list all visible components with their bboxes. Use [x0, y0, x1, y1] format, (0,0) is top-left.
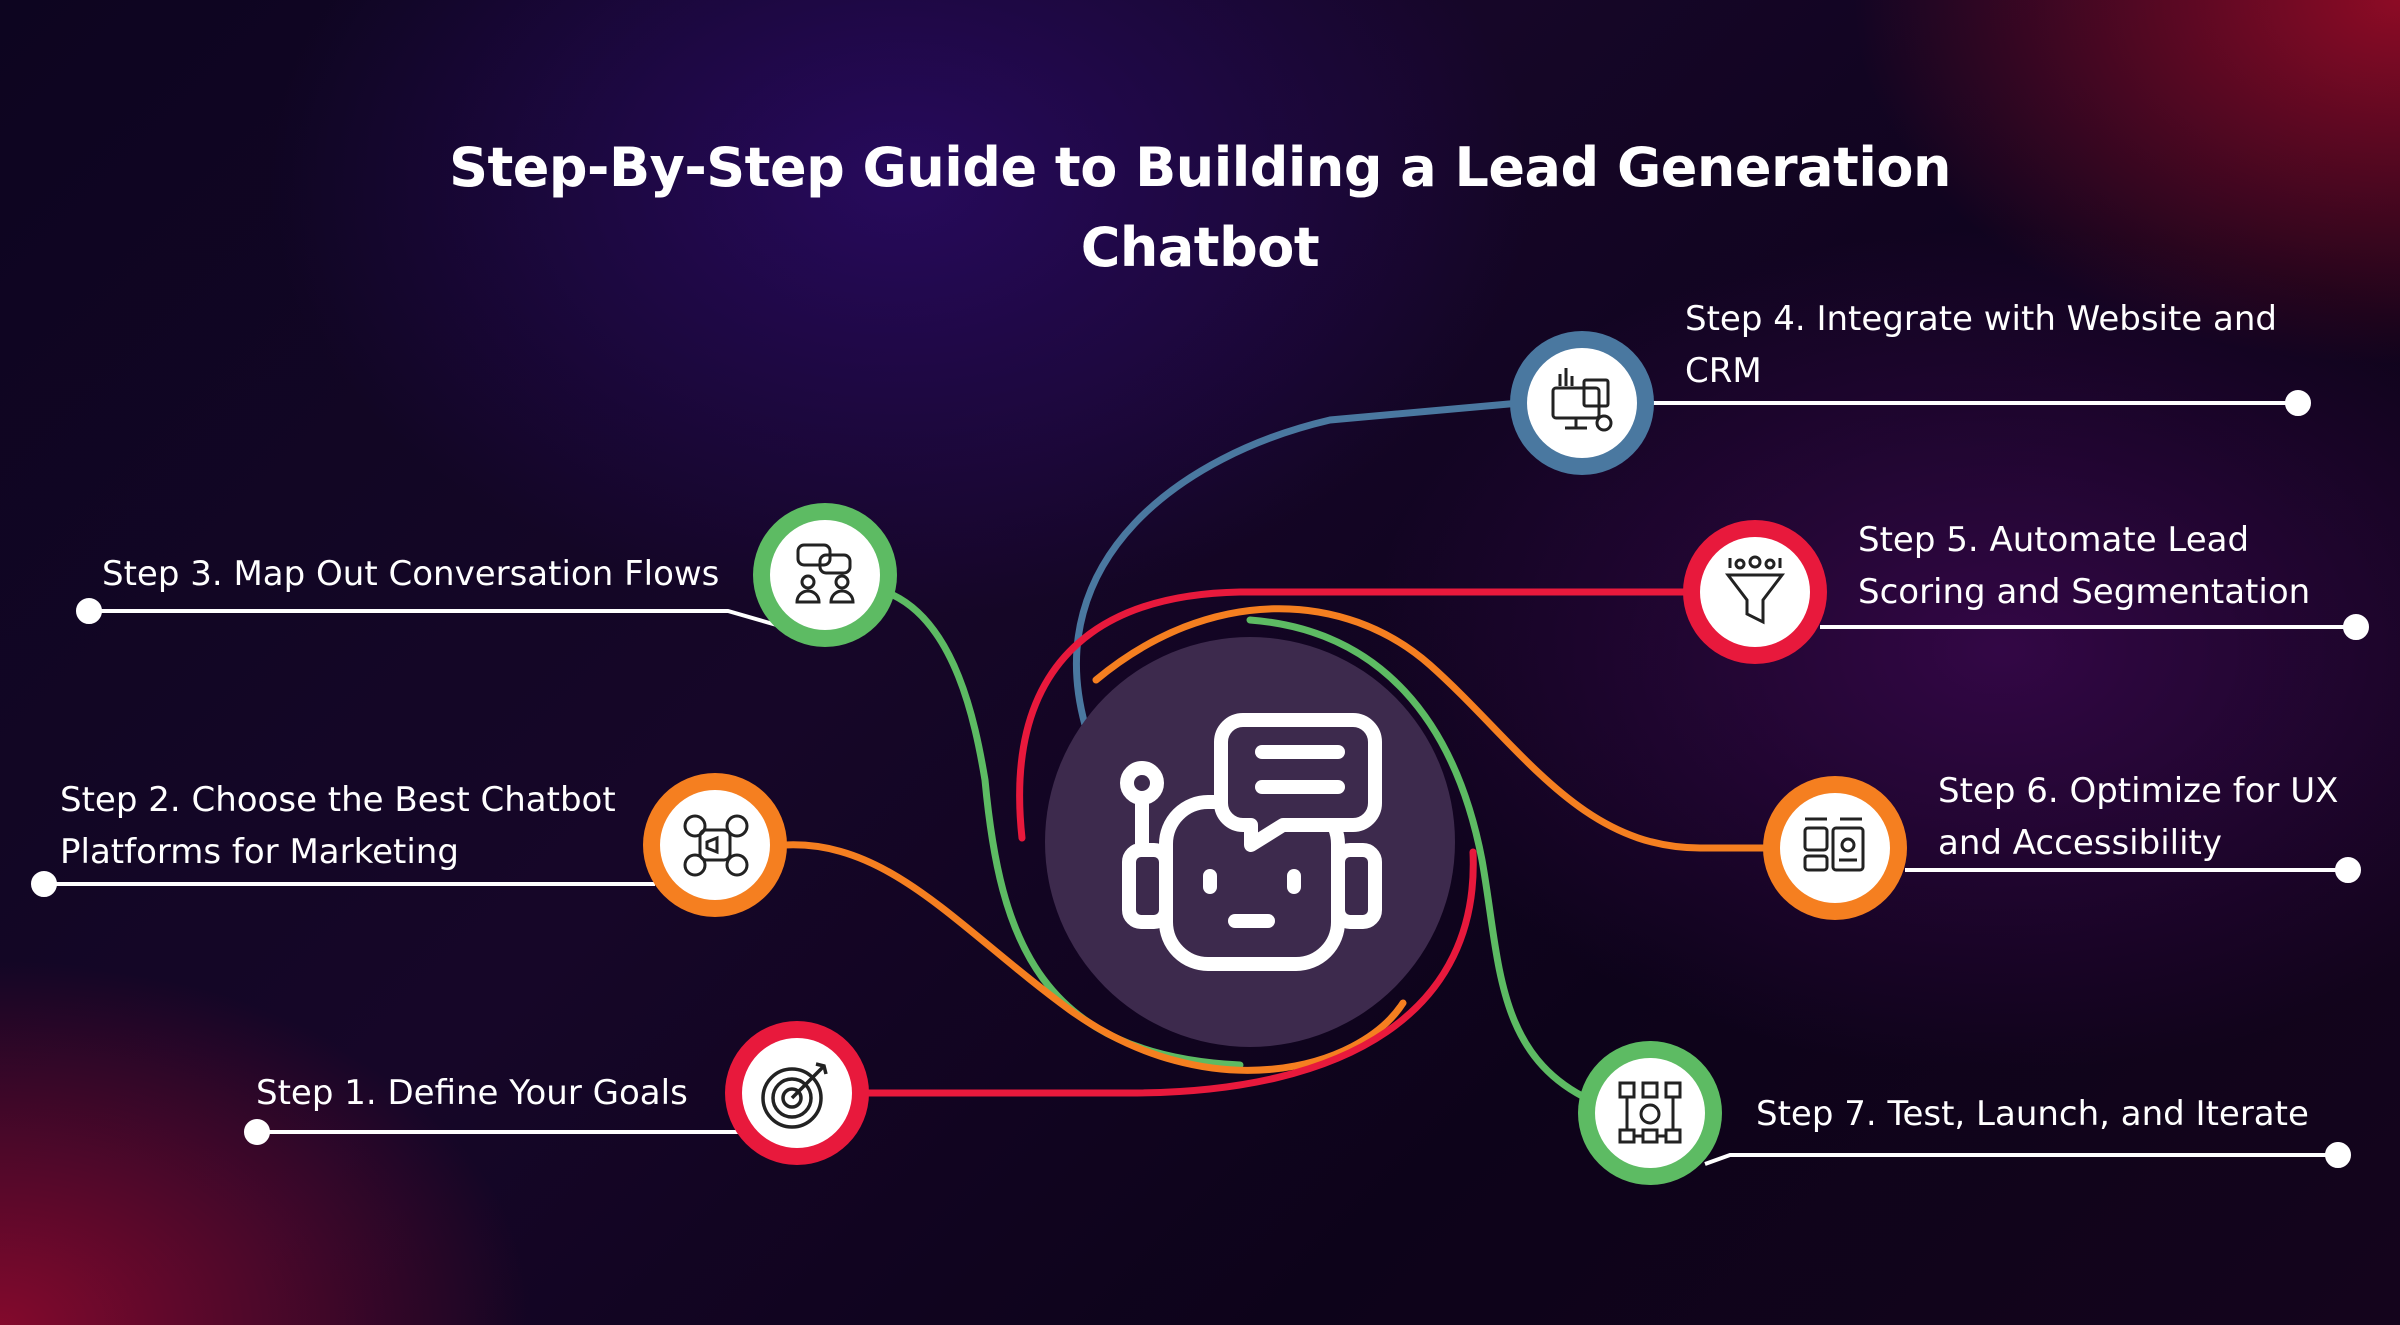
step-5-badge [1700, 537, 1810, 647]
step-7-badge [1595, 1058, 1705, 1168]
leader-lines [31, 390, 2369, 1168]
chatbot-robot-icon [1120, 713, 1382, 971]
step-5-label-line-1: Step 5. Automate Lead [1858, 520, 2250, 560]
step-6-badge [1780, 793, 1890, 903]
connector-step-5 [1016, 588, 1694, 842]
leader-step-7 [1704, 1153, 2338, 1166]
step-1-node [725, 1021, 869, 1165]
connector-step-7 [1246, 616, 1594, 1104]
step-4-label: Step 4. Integrate with Website and CRM [1685, 293, 2277, 397]
connector-step-2 [781, 841, 1407, 1074]
leader-dot-step-4 [2285, 390, 2311, 416]
connector-step-6 [1092, 605, 1779, 852]
leader-dot-step-7 [2325, 1142, 2351, 1168]
leader-dot-step-6 [2335, 857, 2361, 883]
step-2-node [643, 773, 787, 917]
step-2-label-line-1: Step 2. Choose the Best Chatbot [60, 780, 616, 820]
funnel-icon [1724, 555, 1786, 625]
social-platforms-icon [683, 814, 749, 877]
crm-icon [1551, 368, 1613, 432]
step-5-label: Step 5. Automate Lead Scoring and Segmen… [1858, 514, 2310, 618]
conversation-icon [795, 543, 855, 604]
workflow-icon [1618, 1081, 1682, 1144]
step-3-badge [770, 520, 880, 630]
step-2-label-line-2: Platforms for Marketing [60, 832, 459, 872]
page-title-line-1: Step-By-Step Guide to Building a Lead Ge… [449, 136, 1951, 199]
step-3-label: Step 3. Map Out Conversation Flows [102, 548, 719, 600]
step-5-label-line-2: Scoring and Segmentation [1858, 572, 2311, 612]
page-title: Step-By-Step Guide to Building a Lead Ge… [400, 128, 2000, 288]
step-4-label-line-2: CRM [1685, 351, 1762, 391]
hub [1045, 637, 1455, 1047]
connector-step-4 [1072, 399, 1524, 729]
connector-step-1 [864, 848, 1477, 1097]
step-5-node [1683, 520, 1827, 664]
ui-ux-icon [1803, 817, 1865, 872]
leader-dot-step-2 [31, 871, 57, 897]
step-7-node [1578, 1041, 1722, 1185]
step-6-label-line-2: and Accessibility [1938, 823, 2222, 863]
step-7-label-line-1: Step 7. Test, Launch, and Iterate [1756, 1094, 2309, 1134]
step-nodes [643, 331, 1907, 1185]
step-4-badge [1527, 348, 1637, 458]
step-1-label-line-1: Step 1. Define Your Goals [256, 1073, 688, 1113]
step-3-label-line-1: Step 3. Map Out Conversation Flows [102, 554, 720, 594]
target-icon [761, 1062, 828, 1129]
step-6-node [1763, 776, 1907, 920]
step-2-badge [660, 790, 770, 900]
leader-step-3 [89, 609, 781, 628]
step-4-node [1510, 331, 1654, 475]
leader-dot-step-5 [2343, 614, 2369, 640]
leader-dot-step-1 [244, 1119, 270, 1145]
leader-dot-step-3 [76, 598, 102, 624]
step-1-label: Step 1. Define Your Goals [256, 1067, 688, 1119]
page-title-line-2: Chatbot [1080, 216, 1320, 279]
step-4-label-line-1: Step 4. Integrate with Website and [1685, 299, 2277, 339]
step-6-label: Step 6. Optimize for UX and Accessibilit… [1938, 765, 2338, 869]
step-3-node [753, 503, 897, 647]
step-6-label-line-1: Step 6. Optimize for UX [1938, 771, 2339, 811]
step-2-label: Step 2. Choose the Best Chatbot Platform… [60, 774, 616, 878]
connectors [781, 399, 1779, 1104]
step-7-label: Step 7. Test, Launch, and Iterate [1756, 1088, 2309, 1140]
